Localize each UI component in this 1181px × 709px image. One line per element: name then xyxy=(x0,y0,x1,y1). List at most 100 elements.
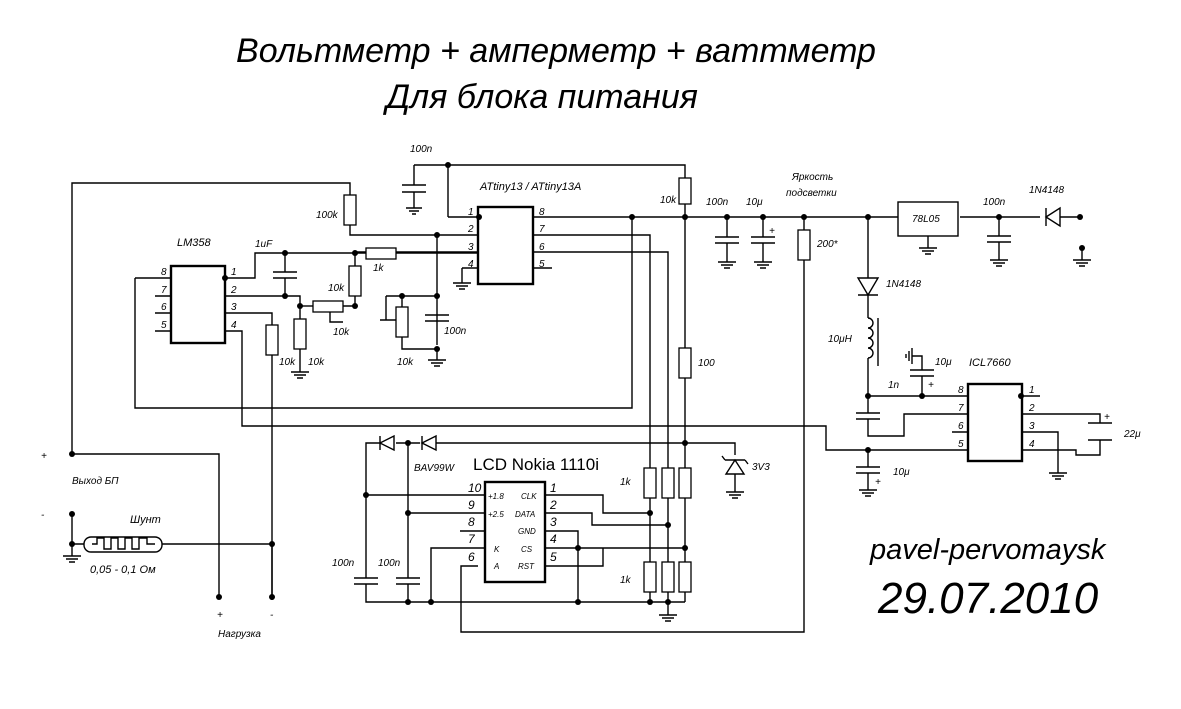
lcd-signal-1v8: +1.8 xyxy=(488,492,504,501)
lcd-signal-gnd: GND xyxy=(518,527,536,536)
lm358-chip xyxy=(169,264,227,345)
zener-diode xyxy=(721,455,749,499)
label-shunt: Шунт xyxy=(130,514,161,526)
label-d-down: 1N4148 xyxy=(886,279,921,290)
label-c-10u-bot: 10μ xyxy=(893,467,910,478)
resistor-200 xyxy=(797,229,811,261)
resistor-1k-top-1 xyxy=(643,467,657,499)
label-icl7660: ICL7660 xyxy=(969,357,1011,369)
potentiometer-10k xyxy=(312,300,344,313)
lcd-pin-9: 9 xyxy=(468,498,475,512)
resistor-100 xyxy=(678,347,692,379)
shunt-resistor xyxy=(83,536,163,553)
resistor-1k-bot-1 xyxy=(643,561,657,593)
icl-pin-6: 6 xyxy=(958,421,964,432)
label-d-in: 1N4148 xyxy=(1029,185,1064,196)
resistor-1k-top-2 xyxy=(661,467,675,499)
attiny-pin-1: 1 xyxy=(468,207,474,218)
label-r-10k-b: 10k xyxy=(279,357,296,368)
lm358-pin-1: 1 xyxy=(231,267,237,278)
diode-1n4148-in xyxy=(1044,206,1061,228)
lcd-pin-8: 8 xyxy=(468,515,475,529)
lcd-pin-7: 7 xyxy=(468,532,476,546)
label-r-10k-top: 10k xyxy=(660,195,677,206)
label-c-100n-v: 100n xyxy=(706,197,729,208)
icl-pin-1: 1 xyxy=(1029,385,1035,396)
attiny-pin-7: 7 xyxy=(539,224,545,235)
icl-pin-3: 3 xyxy=(1029,421,1035,432)
label-r-10k-d: 10k xyxy=(397,357,414,368)
lm358-pin-2: 2 xyxy=(230,285,237,296)
plus-sign: + xyxy=(769,226,775,237)
attiny13-chip xyxy=(476,205,535,286)
plus-sign: + xyxy=(875,477,881,488)
label-r-200: 200* xyxy=(816,239,839,250)
resistor-1k xyxy=(365,247,397,260)
lcd-signal-k: K xyxy=(494,545,500,554)
lcd-pin-3: 3 xyxy=(550,515,557,529)
label-78l05: 78L05 xyxy=(912,214,940,225)
lcd-pin-2: 2 xyxy=(549,498,557,512)
label-r-100: 100 xyxy=(698,358,715,369)
label-r-10k-c: 10k xyxy=(308,357,325,368)
resistor-1k-bot-2 xyxy=(661,561,675,593)
label-brightness-2: подсветки xyxy=(786,188,837,199)
lcd-signal-data: DATA xyxy=(515,510,535,519)
resistor-1k-top-3 xyxy=(678,467,692,499)
icl-pin-8: 8 xyxy=(958,385,964,396)
diode-bav99-1 xyxy=(378,434,395,452)
label-out-minus: - xyxy=(41,510,45,521)
label-load: Нагрузка xyxy=(218,629,261,640)
author: pavel-pervomaysk xyxy=(869,534,1107,566)
label-r-1k: 1k xyxy=(373,263,385,274)
lcd-pin-6: 6 xyxy=(468,550,475,564)
lcd-pin-10: 10 xyxy=(468,481,482,495)
attiny-pin-5: 5 xyxy=(539,259,545,270)
lcd-nokia-1110i xyxy=(483,480,547,584)
label-lcd: LCD Nokia 1110i xyxy=(473,455,599,474)
lcd-signal-2v5: +2.5 xyxy=(488,510,504,519)
title-line-1: Вольтметр + амперметр + ваттметр xyxy=(236,32,876,70)
lcd-signal-cs: CS xyxy=(521,545,533,554)
label-c-100n-lcd2: 100n xyxy=(378,558,401,569)
label-zener: 3V3 xyxy=(752,462,770,473)
lm358-pin-6: 6 xyxy=(161,302,167,313)
label-lm358: LM358 xyxy=(177,237,212,249)
label-c-1uf: 1uF xyxy=(255,239,273,250)
inductor-10uh xyxy=(867,317,874,359)
label-c-100n-in: 100n xyxy=(983,197,1006,208)
icl-pin-7: 7 xyxy=(958,403,964,414)
icl7660-chip xyxy=(966,382,1024,463)
attiny-pin-2: 2 xyxy=(467,224,474,235)
resistor-10k-top xyxy=(678,177,692,205)
label-r-100k: 100k xyxy=(316,210,339,221)
label-attiny: ATtiny13 / ATtiny13A xyxy=(479,181,581,193)
lcd-signal-rst: RST xyxy=(518,562,535,571)
icl-pin-2: 2 xyxy=(1028,403,1035,414)
potentiometer-10k-b xyxy=(395,306,409,338)
icl-pin-5: 5 xyxy=(958,439,964,450)
label-bav99w: BAV99W xyxy=(414,463,456,474)
label-c-100n-lcd1: 100n xyxy=(332,558,355,569)
label-c-100n-top: 100n xyxy=(410,144,433,155)
label-l-10uh: 10μH xyxy=(828,334,853,345)
lcd-pin-1: 1 xyxy=(550,481,557,495)
label-c-10u-v: 10μ xyxy=(746,197,763,208)
diode-bav99-2 xyxy=(420,434,437,452)
label-load-plus: + xyxy=(217,610,223,621)
lm358-pin-3: 3 xyxy=(231,302,237,313)
date: 29.07.2010 xyxy=(877,574,1099,623)
plus-sign: + xyxy=(1104,412,1110,423)
lm358-pin-8: 8 xyxy=(161,267,167,278)
plus-sign: + xyxy=(928,380,934,391)
label-out-plus: + xyxy=(41,451,47,462)
resistor-10k-a xyxy=(348,265,362,297)
attiny-pin-3: 3 xyxy=(468,242,474,253)
attiny-pin-6: 6 xyxy=(539,242,545,253)
icl-pin-4: 4 xyxy=(1029,439,1035,450)
label-c-22u: 22μ xyxy=(1123,429,1141,440)
label-load-minus: - xyxy=(270,610,274,621)
resistor-100k xyxy=(343,194,357,226)
capacitor-100n-top xyxy=(402,165,426,215)
lm358-pin-7: 7 xyxy=(161,285,167,296)
